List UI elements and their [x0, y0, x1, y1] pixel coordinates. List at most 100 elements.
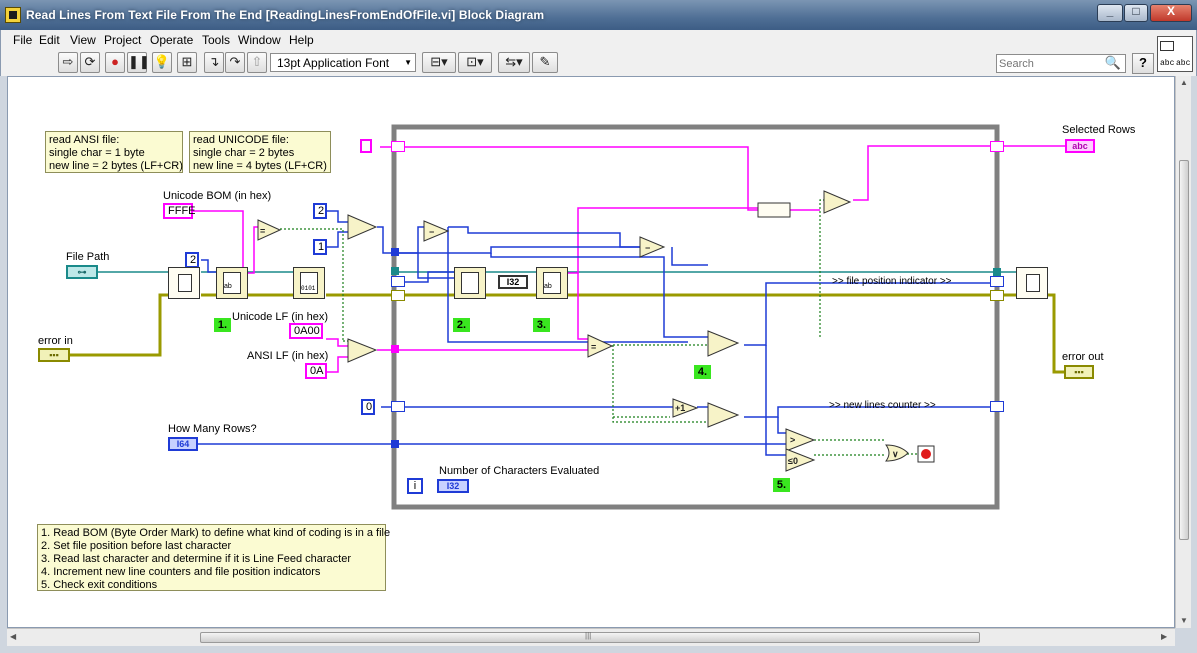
shift-register-left[interactable]	[391, 401, 405, 412]
run-continuously-button[interactable]: ⟳	[80, 52, 100, 73]
run-button[interactable]: ⇨	[58, 52, 78, 73]
wiring-layer: = = − − +1 > ≤0 ∨	[70, 124, 1065, 510]
menu-edit[interactable]: Edit	[39, 33, 60, 47]
distribute-objects-button[interactable]: ⊡▾	[458, 52, 492, 73]
labview-app-icon	[5, 7, 21, 23]
menu-file[interactable]: File	[13, 33, 33, 47]
step-marker-4: 4.	[694, 365, 711, 379]
how-many-rows-label: How Many Rows?	[168, 423, 257, 435]
read-text-char-node[interactable]: ab	[536, 267, 568, 299]
svg-text:+1: +1	[675, 403, 685, 413]
error-in-terminal[interactable]: ▪▪▪	[38, 348, 70, 362]
scroll-up-icon[interactable]: ▲	[1180, 78, 1188, 87]
menu-operate[interactable]: Operate	[150, 33, 194, 47]
steps-note: 1. Read BOM (Byte Order Mark) to define …	[37, 524, 390, 591]
vi-icon: abc abc	[1157, 36, 1193, 72]
shift-register-right[interactable]	[990, 141, 1004, 152]
binary-file-icon: 0101	[300, 272, 318, 294]
constant-one[interactable]: 1	[313, 239, 327, 255]
unicode-bom-label: Unicode BOM (in hex)	[163, 190, 272, 202]
read-text-icon: ab	[223, 272, 241, 294]
file-path-terminal[interactable]: ⊶	[66, 265, 98, 279]
get-file-size-node[interactable]: 0101	[293, 267, 325, 299]
font-selector[interactable]: 13pt Application Font▼	[270, 53, 416, 72]
search-field[interactable]: 🔍	[996, 54, 1126, 73]
menu-help[interactable]: Help	[289, 33, 314, 47]
how-many-rows-terminal[interactable]: I64	[168, 437, 198, 451]
constant-two-bytes[interactable]: 2	[185, 252, 199, 268]
unicode-bom-constant[interactable]: FFFE	[163, 203, 196, 219]
close-button[interactable]: X	[1150, 4, 1192, 22]
tunnel	[391, 267, 399, 275]
scroll-down-icon[interactable]: ▼	[1180, 616, 1188, 625]
error-out-terminal[interactable]: ▪▪▪	[1064, 365, 1094, 379]
cleanup-diagram-button[interactable]: ✎	[532, 52, 558, 73]
constant-two[interactable]: 2	[313, 203, 327, 219]
vertical-scrollbar[interactable]: ▲ ▼	[1175, 76, 1191, 628]
svg-text:−: −	[429, 227, 434, 237]
menu-tools[interactable]: Tools	[202, 33, 231, 47]
num-chars-terminal[interactable]: I32	[437, 479, 469, 493]
search-input[interactable]	[999, 56, 1099, 71]
scroll-left-icon[interactable]: ◀	[10, 632, 17, 641]
step-out-button[interactable]: ⇧	[247, 52, 267, 73]
open-file-node[interactable]	[168, 267, 200, 299]
i32-conversion-node[interactable]: I32	[498, 275, 528, 289]
shift-register-right[interactable]	[990, 290, 1004, 301]
read-text-bom-node[interactable]: ab	[216, 267, 248, 299]
step-marker-1: 1.	[214, 318, 231, 332]
minimize-button[interactable]: _	[1097, 4, 1123, 22]
horizontal-scroll-thumb[interactable]	[200, 632, 980, 643]
empty-string-constant[interactable]	[360, 139, 372, 153]
tunnel	[391, 248, 399, 256]
svg-text:=: =	[260, 226, 265, 236]
reorder-button[interactable]: ⇆▾	[498, 52, 530, 73]
abort-icon: ●	[111, 54, 119, 69]
run-continuously-icon: ⟳	[84, 54, 96, 69]
maximize-button[interactable]: □	[1124, 4, 1148, 22]
menu-project[interactable]: Project	[104, 33, 142, 47]
pause-icon: ❚❚	[128, 54, 150, 69]
step-over-button[interactable]: ↷	[225, 52, 245, 73]
primitive-glyphs: = = − − +1 > ≤0 ∨	[260, 226, 899, 466]
error-out-label: error out	[1062, 351, 1104, 363]
menu-view[interactable]: View	[70, 33, 96, 47]
context-help-button[interactable]: ?	[1132, 53, 1154, 74]
ansi-lf-constant[interactable]: 0A	[305, 363, 327, 379]
close-file-node[interactable]	[1016, 267, 1048, 299]
constant-zero[interactable]: 0	[361, 399, 375, 415]
set-file-position-node[interactable]	[454, 267, 486, 299]
concatenate-strings-node	[757, 202, 791, 218]
vertical-scroll-thumb[interactable]	[1179, 160, 1189, 540]
error-wires	[70, 293, 1064, 374]
pause-button[interactable]: ❚❚	[127, 52, 150, 73]
unicode-lf-constant[interactable]: 0A00	[289, 323, 323, 339]
retain-wire-values-button[interactable]: ⊞	[177, 52, 197, 73]
shift-register-left[interactable]	[391, 290, 405, 301]
step-into-button[interactable]: ↴	[204, 52, 224, 73]
step-out-icon: ⇧	[251, 54, 263, 69]
bool-wires	[280, 199, 918, 456]
shift-register-right[interactable]	[990, 276, 1004, 287]
horizontal-scrollbar[interactable]: ◀ ||| ▶	[7, 628, 1175, 646]
shift-register-left[interactable]	[391, 276, 405, 287]
selected-rows-terminal[interactable]: abc	[1065, 139, 1095, 153]
step-into-icon: ↴	[208, 54, 220, 69]
menu-window[interactable]: Window	[238, 33, 281, 47]
abort-button[interactable]: ●	[105, 52, 125, 73]
align-objects-button[interactable]: ⊟▾	[422, 52, 456, 73]
error-in-label: error in	[38, 335, 73, 347]
step-marker-2: 2.	[453, 318, 470, 332]
primitive-nodes	[257, 190, 909, 472]
highlight-execution-button[interactable]: 💡	[152, 52, 172, 73]
shift-register-right[interactable]	[990, 401, 1004, 412]
shift-register-left[interactable]	[391, 141, 405, 152]
read-text-icon: ab	[543, 272, 561, 294]
search-icon[interactable]: 🔍	[1104, 55, 1121, 70]
file-icon	[178, 274, 192, 292]
scroll-right-icon[interactable]: ▶	[1161, 632, 1168, 641]
block-diagram-canvas[interactable]: = = − − +1 > ≤0 ∨ read ANSI file: single…	[7, 76, 1175, 628]
while-loop-frame	[391, 124, 1000, 510]
window-title: Read Lines From Text File From The End […	[26, 8, 545, 22]
step-marker-3: 3.	[533, 318, 550, 332]
